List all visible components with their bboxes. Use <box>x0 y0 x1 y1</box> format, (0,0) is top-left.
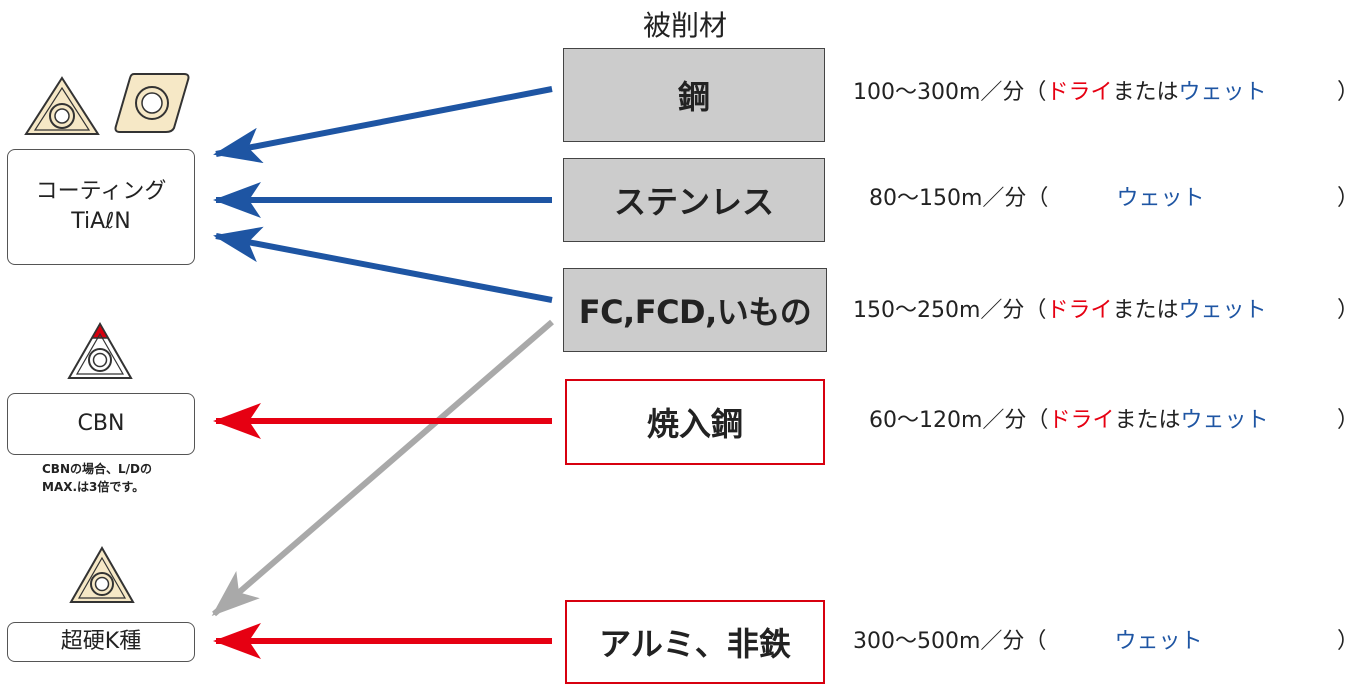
paren-close: ） <box>1337 298 1359 323</box>
tool-label-line: TiAℓN <box>71 209 131 234</box>
wet-label: ウェット <box>1180 408 1269 433</box>
speed-steel: 100〜300m／分（ドライまたはウェット ） <box>853 78 1359 108</box>
dry-label: ドライ <box>1046 298 1113 323</box>
speed-hardened-steel: 60〜120m／分（ドライまたはウェット ） <box>869 406 1359 436</box>
material-label: 焼入鋼 <box>646 405 743 443</box>
rhombic-insert-icon <box>114 73 190 133</box>
tool-label-line: CBN <box>77 411 125 437</box>
wet-label: ウェット <box>1178 80 1267 105</box>
wet-label: ウェット <box>1116 186 1205 211</box>
material-stainless: ステンレス <box>563 158 825 242</box>
material-hardened-steel: 焼入鋼 <box>565 379 825 465</box>
triangle-insert-icon <box>24 76 100 135</box>
cbn-note-line: CBNの場合、L/Dの <box>42 462 152 476</box>
paren-open: （ <box>1024 629 1047 654</box>
paren-close: ） <box>1337 408 1359 433</box>
speed-range: 300〜500m／分 <box>853 629 1025 654</box>
tool-box-cbn: CBN <box>7 393 195 455</box>
connector-label: または <box>1112 298 1179 323</box>
tool-box-coating: コーティング TiAℓN <box>7 149 195 265</box>
material-label: ステンレス <box>613 183 774 221</box>
speed-range: 150〜250m／分 <box>853 298 1025 323</box>
wet-label: ウェット <box>1114 629 1203 654</box>
connector-label: または <box>1112 80 1179 105</box>
paren-close: ） <box>1337 80 1359 105</box>
arrow-steel-to-coating <box>213 86 553 164</box>
material-aluminum: アルミ、非鉄 <box>565 600 825 684</box>
arrow-cast-iron-to-carbide <box>211 319 554 617</box>
paren-open: （ <box>1024 80 1047 105</box>
speed-stainless: 80〜150m／分（ ウェット ） <box>869 184 1359 214</box>
connector-label: または <box>1114 408 1181 433</box>
cbn-note-line: MAX.は3倍です。 <box>42 480 145 494</box>
speed-aluminum: 300〜500m／分（ ウェット ） <box>853 627 1359 657</box>
paren-close: ） <box>1337 629 1359 654</box>
material-label: アルミ、非鉄 <box>599 625 791 663</box>
dry-label: ドライ <box>1046 80 1113 105</box>
tool-label-line: コーティング <box>35 179 167 205</box>
wet-label: ウェット <box>1178 298 1267 323</box>
triangle-insert-icon <box>69 545 135 603</box>
paren-open: （ <box>1026 186 1049 211</box>
material-cast-iron: FC,FCD,いもの <box>563 268 827 352</box>
workpiece-title: 被削材 <box>643 9 728 42</box>
paren-close: ） <box>1337 186 1359 211</box>
cbn-note: CBNの場合、L/Dの MAX.は3倍です。 <box>42 460 152 496</box>
paren-open: （ <box>1026 408 1049 433</box>
arrow-cast-iron-to-coating <box>213 226 553 303</box>
material-label: 鋼 <box>677 78 710 116</box>
cbn-insert-icon <box>67 321 133 379</box>
speed-range: 80〜150m／分 <box>869 186 1027 211</box>
tool-label-line: 超硬K種 <box>60 629 142 655</box>
speed-range: 60〜120m／分 <box>869 408 1027 433</box>
paren-open: （ <box>1024 298 1047 323</box>
material-steel: 鋼 <box>563 48 825 142</box>
speed-range: 100〜300m／分 <box>853 80 1025 105</box>
tool-box-carbide: 超硬K種 <box>7 622 195 662</box>
material-label: FC,FCD,いもの <box>578 293 812 331</box>
speed-cast-iron: 150〜250m／分（ドライまたはウェット ） <box>853 296 1359 326</box>
dry-label: ドライ <box>1048 408 1115 433</box>
